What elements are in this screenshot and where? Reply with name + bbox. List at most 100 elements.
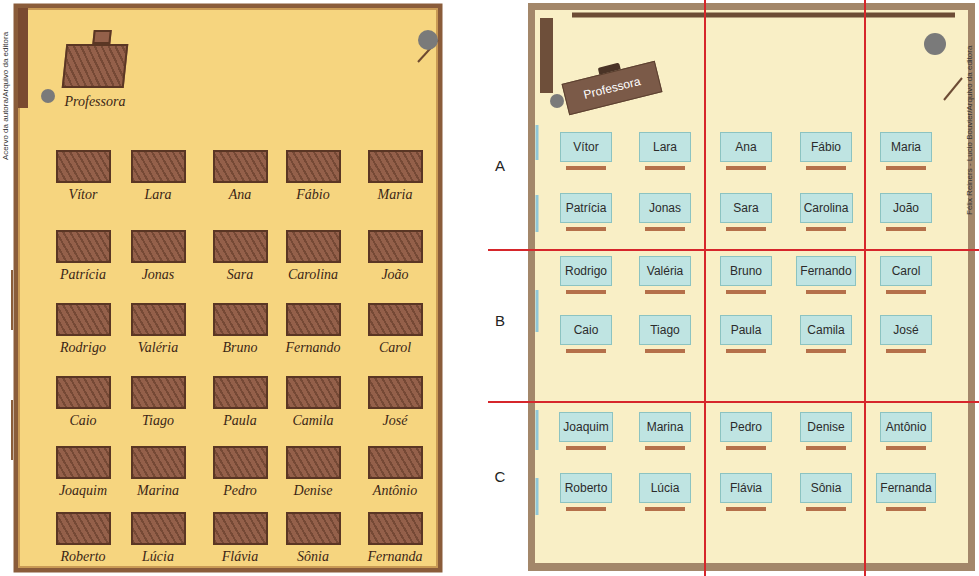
student-desk: Lara xyxy=(128,150,189,203)
student-desk: Carol xyxy=(880,256,932,286)
bin-circle xyxy=(418,30,438,50)
student-name: Lúcia xyxy=(128,549,189,565)
student-name: Rodrigo xyxy=(565,264,607,278)
student-name: João xyxy=(893,201,919,215)
chair-bar xyxy=(645,446,685,450)
desk-drawing xyxy=(213,512,268,545)
student-name: Tiago xyxy=(128,413,189,429)
desk-drawing xyxy=(56,150,111,183)
student-desk: Denise xyxy=(800,412,852,442)
student-desk: Ana xyxy=(720,132,772,162)
chair-bar xyxy=(806,507,846,511)
student-desk: Bruno xyxy=(210,303,271,356)
desk-drawing xyxy=(286,446,341,479)
student-desk: José xyxy=(880,315,932,345)
desk-drawing xyxy=(56,446,111,479)
student-desk: Jonas xyxy=(128,230,189,283)
student-desk: Camila xyxy=(800,315,852,345)
student-name: Patrícia xyxy=(53,267,114,283)
desk-drawing xyxy=(368,446,423,479)
student-name: Sara xyxy=(210,267,271,283)
window-mark xyxy=(536,478,539,515)
desk-drawing xyxy=(368,512,423,545)
student-desk: Joaquim xyxy=(53,446,114,499)
student-name: Roberto xyxy=(565,481,608,495)
student-name: José xyxy=(365,413,426,429)
student-name: Tiago xyxy=(650,323,680,337)
chair-bar xyxy=(886,290,926,294)
student-name: Caio xyxy=(53,413,114,429)
student-name: Flávia xyxy=(210,549,271,565)
student-desk: Jonas xyxy=(639,193,691,223)
student-name: Lara xyxy=(653,140,677,154)
room-wall xyxy=(19,9,437,567)
student-name: Jonas xyxy=(128,267,189,283)
chair-bar xyxy=(566,227,606,231)
student-name: Flávia xyxy=(730,481,762,495)
desk-drawing xyxy=(368,230,423,263)
bag-handle xyxy=(598,63,621,75)
student-name: Bruno xyxy=(730,264,762,278)
student-name: José xyxy=(893,323,918,337)
credit-text: Félix Reiners - Lucio Bouvier/Arquivo da… xyxy=(966,46,974,215)
student-desk: Rodrigo xyxy=(53,303,114,356)
student-name: Valéria xyxy=(647,264,683,278)
grid-line xyxy=(488,401,979,403)
student-name: Joaquim xyxy=(563,420,608,434)
student-name: Ana xyxy=(735,140,756,154)
student-name: Lúcia xyxy=(651,481,680,495)
student-desk: Lúcia xyxy=(128,512,189,565)
student-desk: Antônio xyxy=(365,446,426,499)
desk-drawing xyxy=(286,376,341,409)
student-desk: Carolina xyxy=(283,230,344,283)
student-desk: Denise xyxy=(283,446,344,499)
student-desk: Patrícia xyxy=(560,193,612,223)
student-name: Maria xyxy=(891,140,921,154)
desk-drawing xyxy=(368,150,423,183)
desk-drawing xyxy=(213,303,268,336)
desk-drawing xyxy=(368,376,423,409)
student-desk: Sônia xyxy=(283,512,344,565)
teacher-desk: Professora xyxy=(562,61,663,115)
student-desk: Caio xyxy=(53,376,114,429)
desk-drawing xyxy=(286,230,341,263)
student-name: Patrícia xyxy=(566,201,607,215)
chair-bar xyxy=(726,166,766,170)
chair-bar xyxy=(806,290,846,294)
student-desk: Paula xyxy=(720,315,772,345)
student-desk: José xyxy=(365,376,426,429)
student-desk: Antônio xyxy=(880,412,932,442)
student-name: Vítor xyxy=(53,187,114,203)
student-name: Joaquim xyxy=(53,483,114,499)
student-desk: Caio xyxy=(560,315,612,345)
desk-drawing xyxy=(56,512,111,545)
student-name: Carolina xyxy=(283,267,344,283)
student-desk: Pedro xyxy=(210,446,271,499)
bag-handle xyxy=(92,30,111,44)
student-name: Lara xyxy=(128,187,189,203)
student-desk: Vítor xyxy=(53,150,114,203)
room-frame xyxy=(528,3,975,571)
student-name: Maria xyxy=(365,187,426,203)
student-desk: Sara xyxy=(210,230,271,283)
chair-bar xyxy=(645,290,685,294)
desk-drawing xyxy=(368,303,423,336)
student-name: Rodrigo xyxy=(53,340,114,356)
student-name: Denise xyxy=(807,420,844,434)
student-desk: Fernanda xyxy=(876,473,936,503)
chair-bar xyxy=(566,290,606,294)
student-name: Pedro xyxy=(210,483,271,499)
chair-bar xyxy=(726,227,766,231)
desk-drawing xyxy=(131,150,186,183)
desk-drawing xyxy=(131,303,186,336)
room-floor xyxy=(535,10,968,563)
student-name: Sônia xyxy=(811,481,842,495)
chair-bar xyxy=(645,507,685,511)
student-name: Denise xyxy=(283,483,344,499)
desk-drawing xyxy=(286,303,341,336)
student-name: Antônio xyxy=(365,483,426,499)
bin-circle xyxy=(924,33,946,55)
desk-drawing xyxy=(131,376,186,409)
student-desk: Bruno xyxy=(720,256,772,286)
chair-bar xyxy=(886,446,926,450)
